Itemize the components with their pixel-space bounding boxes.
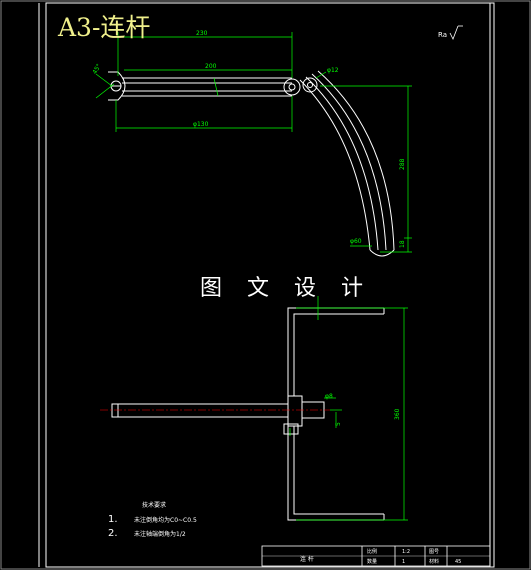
title-block-cell: 材料 [429,558,439,565]
requirement-text: 未注轴端倒角为1/2 [134,531,186,538]
requirement-text: 未注倒角均为C0~C0.5 [134,517,197,524]
dim-right-small: 18 [399,240,406,248]
dim-lower-height: 360 [394,408,401,420]
title-block-cell: 比例 [367,548,377,555]
title-block-texts: 连 杆 比例 1:2 图号 数量 1 材料 45 [300,548,461,565]
dim-lower-small: 5 [335,422,342,426]
title-block-cell: 1:2 [402,549,410,555]
requirement-number: 1. [108,514,118,525]
title-block-cell: 45 [455,559,461,565]
top-view-dimensions [95,32,412,253]
requirement-item: 2. 未注轴端倒角为1/2 [108,528,186,541]
dim-hole-dia: φ12 [327,67,339,74]
title-block-cell: 数量 [367,558,377,565]
requirement-number: 2. [108,528,118,539]
dim-end-dia: φ60 [350,238,362,245]
technical-requirements-heading: 技术要求 [142,502,167,509]
dim-angle: 45° [91,63,102,76]
rod-top-view [108,70,395,257]
title-block-cell: 图号 [429,549,439,555]
dim-right-height: 288 [399,158,406,170]
title-block [261,545,491,567]
lower-view-dimensions [289,296,408,521]
dim-top-bottom: φ130 [193,121,209,128]
rod-lower-view [111,307,385,521]
watermark-title: 图 文 设 计 [200,276,372,301]
surface-roughness-symbol: Ra [438,25,463,40]
drawing-tag: A3-连杆 [58,13,151,42]
lower-view-dimension-texts: 360 φ8 5 [325,393,401,426]
top-view-dimension-texts: 230 200 φ130 45° 288 18 φ12 φ60 [91,30,406,248]
title-block-cell: 1 [402,559,405,565]
dim-top-overall: 230 [196,30,208,37]
dim-lower-dia: φ8 [325,393,333,400]
requirement-item: 1. 未注倒角均为C0~C0.5 [108,514,197,527]
title-block-name: 连 杆 [300,555,314,563]
svg-text:Ra: Ra [438,31,447,39]
dim-top-inner: 200 [205,63,217,70]
